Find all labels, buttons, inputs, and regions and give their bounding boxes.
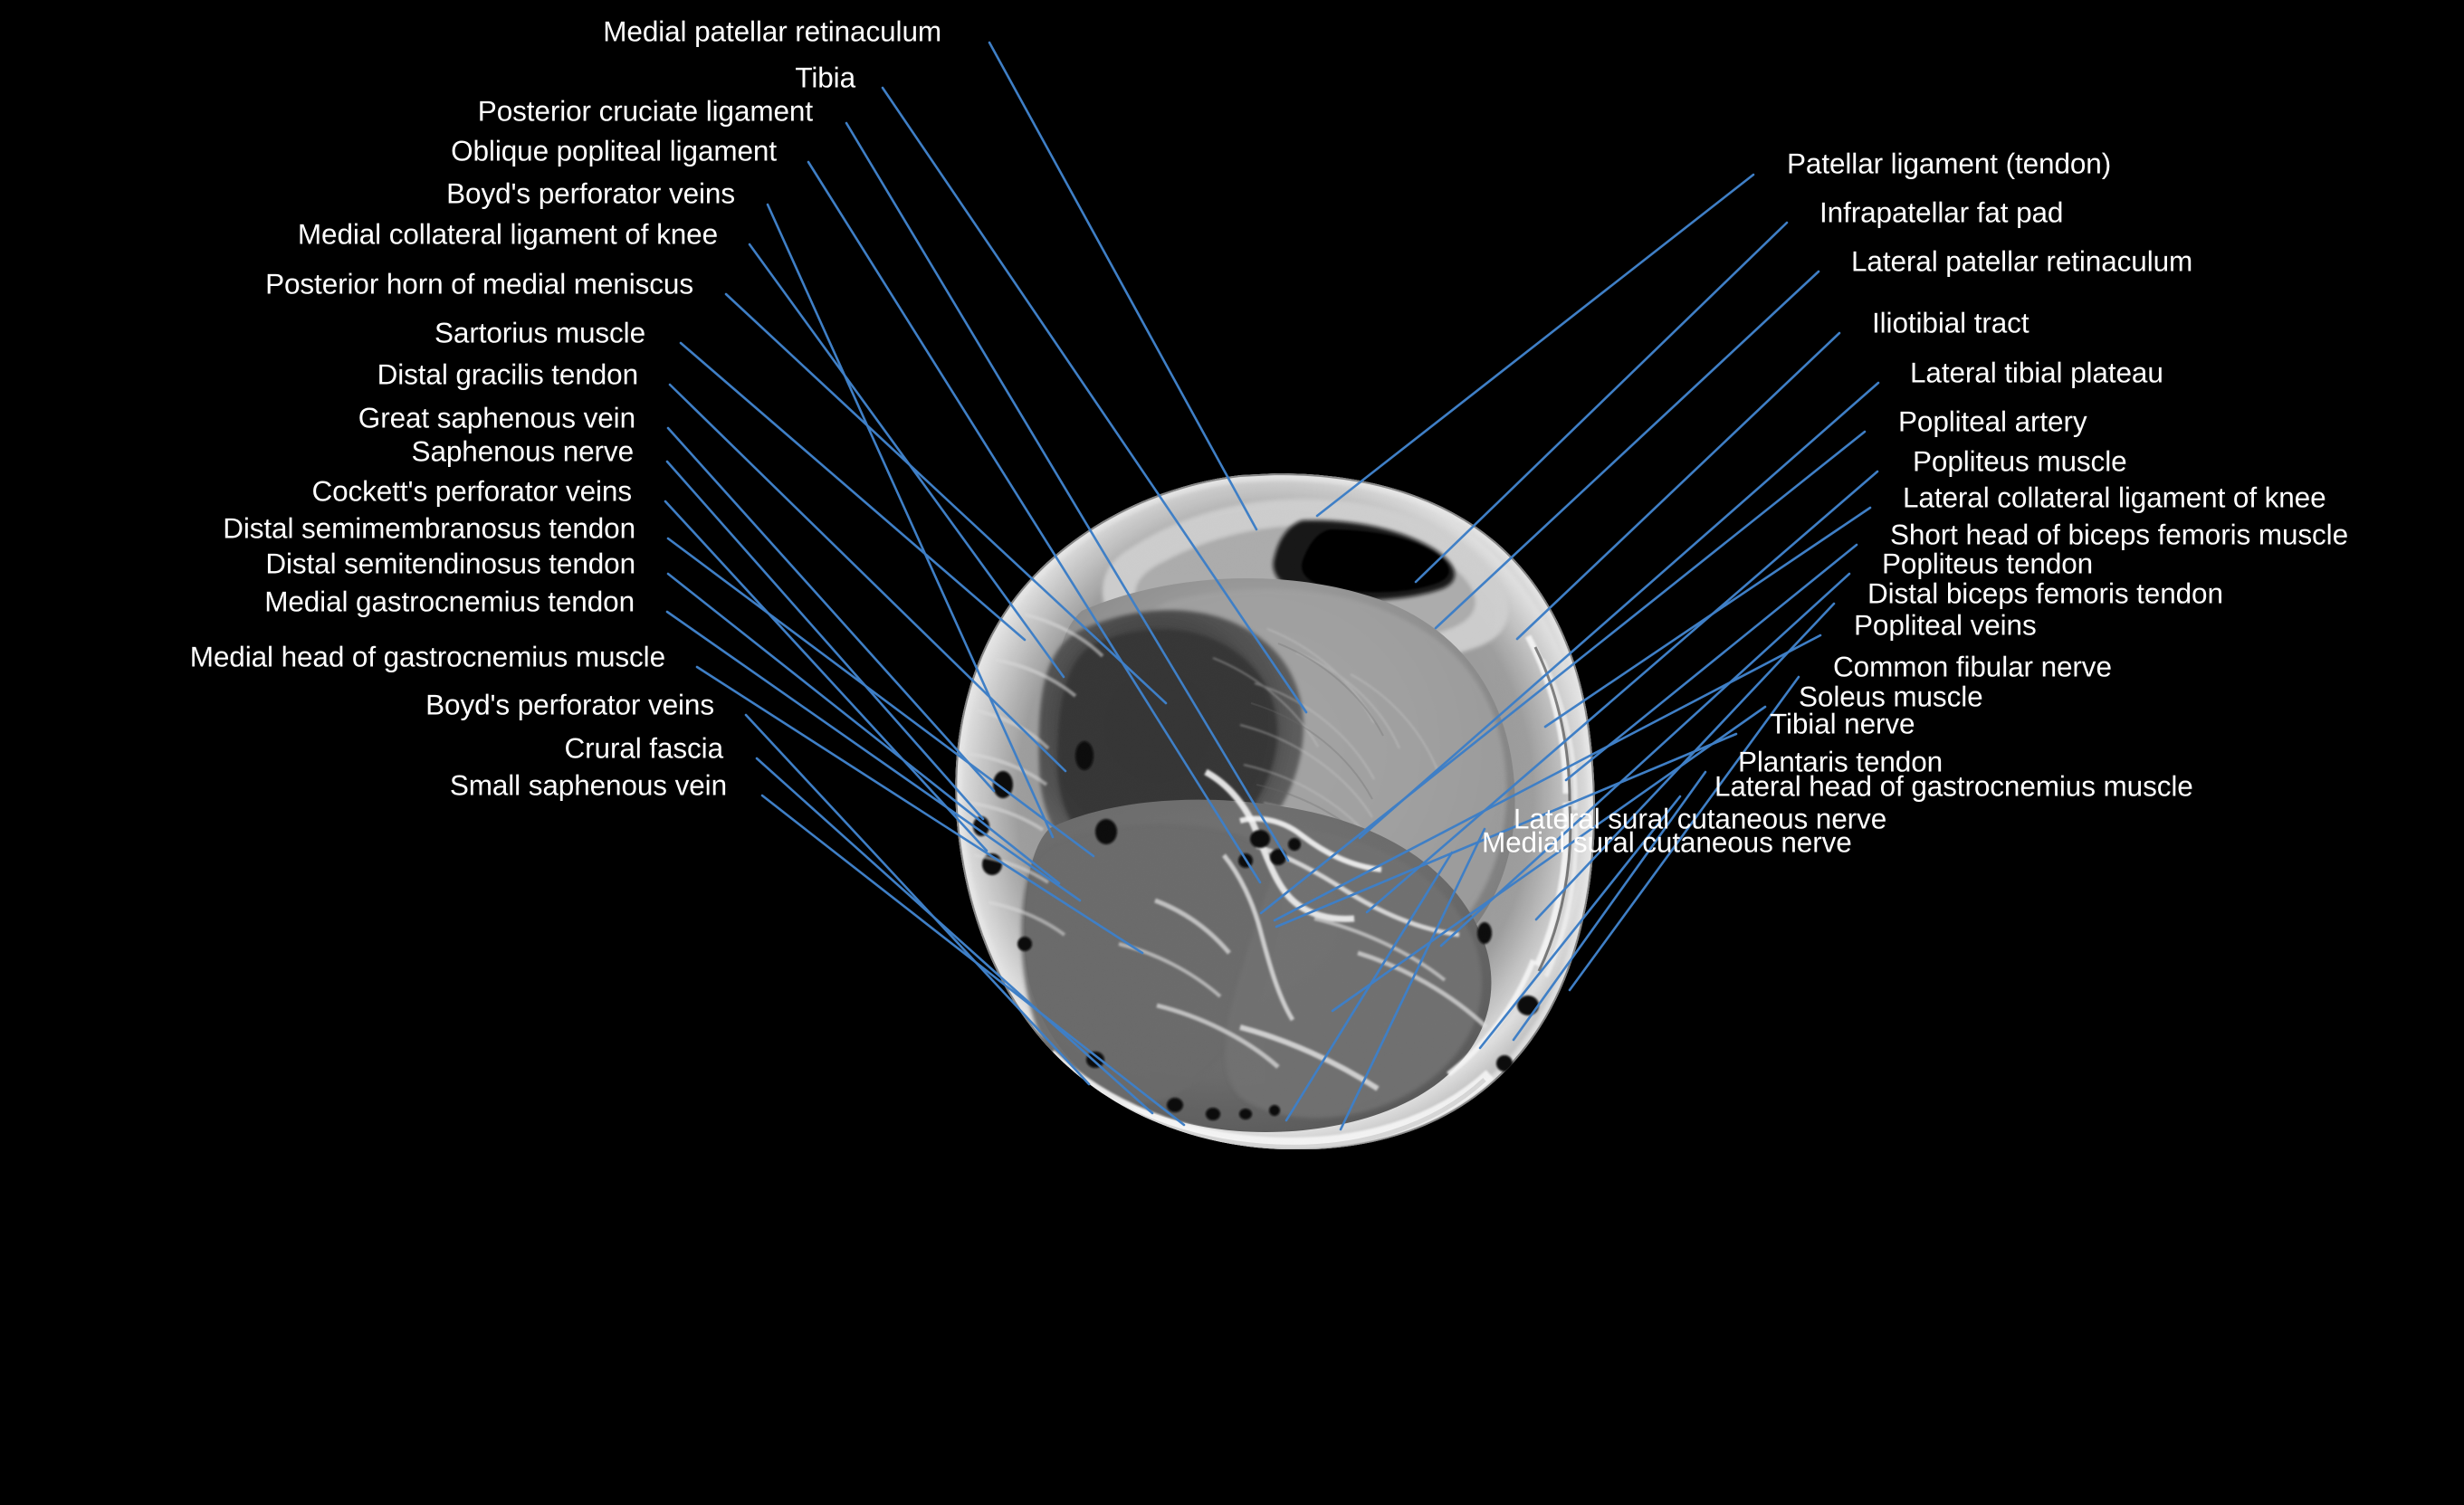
label-posterior-horn-of-medial-meniscus: Posterior horn of medial meniscus: [265, 267, 693, 300]
label-boyd-s-perforator-veins: Boyd's perforator veins: [446, 176, 735, 210]
label-distal-biceps-femoris-tendon: Distal biceps femoris tendon: [1867, 576, 2223, 610]
label-popliteal-veins: Popliteal veins: [1854, 608, 2037, 642]
label-lateral-collateral-ligament-of-knee: Lateral collateral ligament of knee: [1903, 481, 2326, 514]
label-soleus-muscle: Soleus muscle: [1799, 680, 1983, 713]
label-small-saphenous-vein: Small saphenous vein: [449, 768, 727, 802]
label-cockett-s-perforator-veins: Cockett's perforator veins: [311, 474, 632, 508]
label-lateral-patellar-retinaculum: Lateral patellar retinaculum: [1851, 244, 2193, 278]
label-medial-head-of-gastrocnemius-muscle: Medial head of gastrocnemius muscle: [189, 640, 665, 673]
label-great-saphenous-vein: Great saphenous vein: [358, 401, 635, 434]
label-distal-semitendinosus-tendon: Distal semitendinosus tendon: [265, 547, 635, 580]
label-lateral-sural-cutaneous-nerve: Lateral sural cutaneous nerve: [1514, 802, 1887, 835]
label-plantaris-tendon: Plantaris tendon: [1738, 745, 1944, 778]
label-short-head-of-biceps-femoris-muscle: Short head of biceps femoris muscle: [1890, 518, 2348, 551]
label-lateral-head-of-gastrocnemius-muscle: Lateral head of gastrocnemius muscle: [1714, 769, 2193, 803]
label-medial-collateral-ligament-of-knee: Medial collateral ligament of knee: [297, 217, 718, 251]
label-oblique-popliteal-ligament: Oblique popliteal ligament: [451, 134, 777, 167]
leader-line-saphenous-nerve: [665, 460, 985, 821]
label-posterior-cruciate-ligament: Posterior cruciate ligament: [477, 94, 813, 128]
label-tibial-nerve: Tibial nerve: [1770, 707, 1915, 740]
label-medial-patellar-retinaculum: Medial patellar retinaculum: [603, 14, 941, 48]
label-popliteal-artery: Popliteal artery: [1898, 405, 2087, 438]
label-lateral-tibial-plateau: Lateral tibial plateau: [1910, 356, 2163, 389]
label-iliotibial-tract: Iliotibial tract: [1872, 306, 2029, 339]
label-boyd-s-perforator-veins: Boyd's perforator veins: [425, 688, 714, 721]
label-tibia: Tibia: [795, 61, 855, 94]
label-medial-gastrocnemius-tendon: Medial gastrocnemius tendon: [264, 585, 635, 618]
label-saphenous-nerve: Saphenous nerve: [411, 434, 635, 468]
label-popliteus-muscle: Popliteus muscle: [1913, 444, 2127, 478]
leader-line-patellar-ligament-tendon: [1315, 173, 1755, 518]
label-sartorius-muscle: Sartorius muscle: [435, 316, 645, 349]
label-crural-fascia: Crural fascia: [564, 731, 723, 765]
label-infrapatellar-fat-pad: Infrapatellar fat pad: [1819, 195, 2064, 229]
label-patellar-ligament-tendon: Patellar ligament (tendon): [1787, 147, 2112, 180]
label-distal-gracilis-tendon: Distal gracilis tendon: [377, 357, 639, 391]
axial-knee-mri-image: [941, 466, 1611, 1149]
label-popliteus-tendon: Popliteus tendon: [1882, 547, 2094, 580]
label-medial-sural-cutaneous-nerve: Medial sural cutaneous nerve: [1482, 825, 1852, 859]
label-common-fibular-nerve: Common fibular nerve: [1833, 650, 2112, 683]
label-distal-semimembranosus-tendon: Distal semimembranosus tendon: [223, 511, 635, 545]
leader-line-medial-patellar-retinaculum: [988, 41, 1258, 531]
